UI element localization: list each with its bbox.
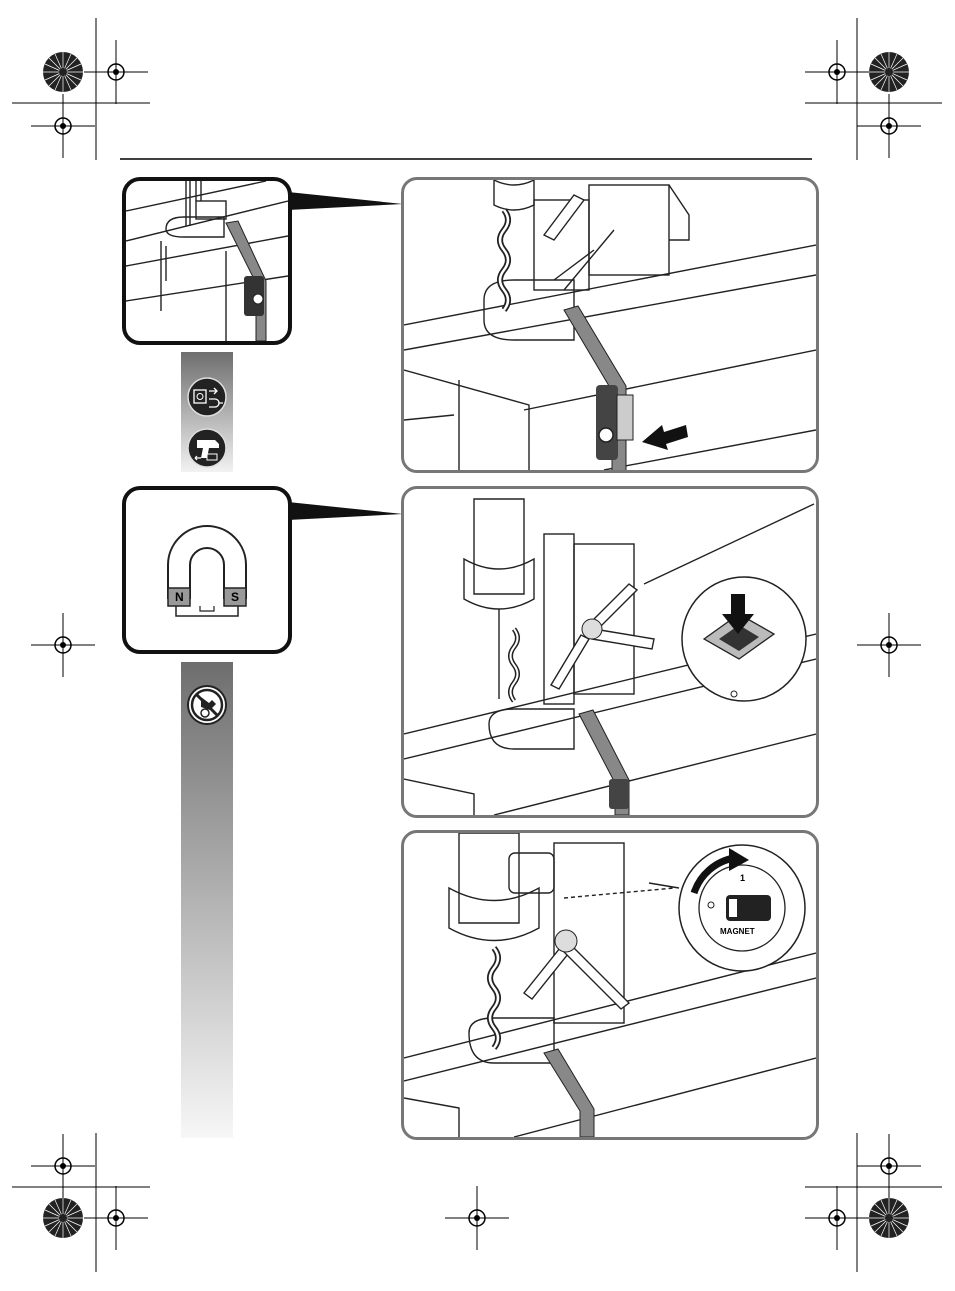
callout-connector-2	[288, 500, 403, 530]
illustration-panel-strap	[401, 177, 819, 473]
south-pole-label: S	[231, 590, 239, 604]
callout-connector-1	[288, 190, 403, 220]
gradient-strip-bottom	[181, 662, 233, 1138]
no-touch-icon	[187, 685, 227, 725]
north-pole-label: N	[175, 590, 184, 604]
magnet-switch-on-label: 1	[740, 873, 745, 883]
unplug-icon	[187, 377, 227, 417]
magnet-diagram-callout: N S	[122, 486, 292, 654]
magnet-switch-label: MAGNET	[720, 927, 755, 936]
strap-detail-callout	[122, 177, 292, 345]
illustration-panel-switch	[401, 486, 819, 818]
drill-motor-icon	[187, 428, 227, 468]
illustration-panel-magnet-knob: 1 MAGNET	[401, 830, 819, 1140]
